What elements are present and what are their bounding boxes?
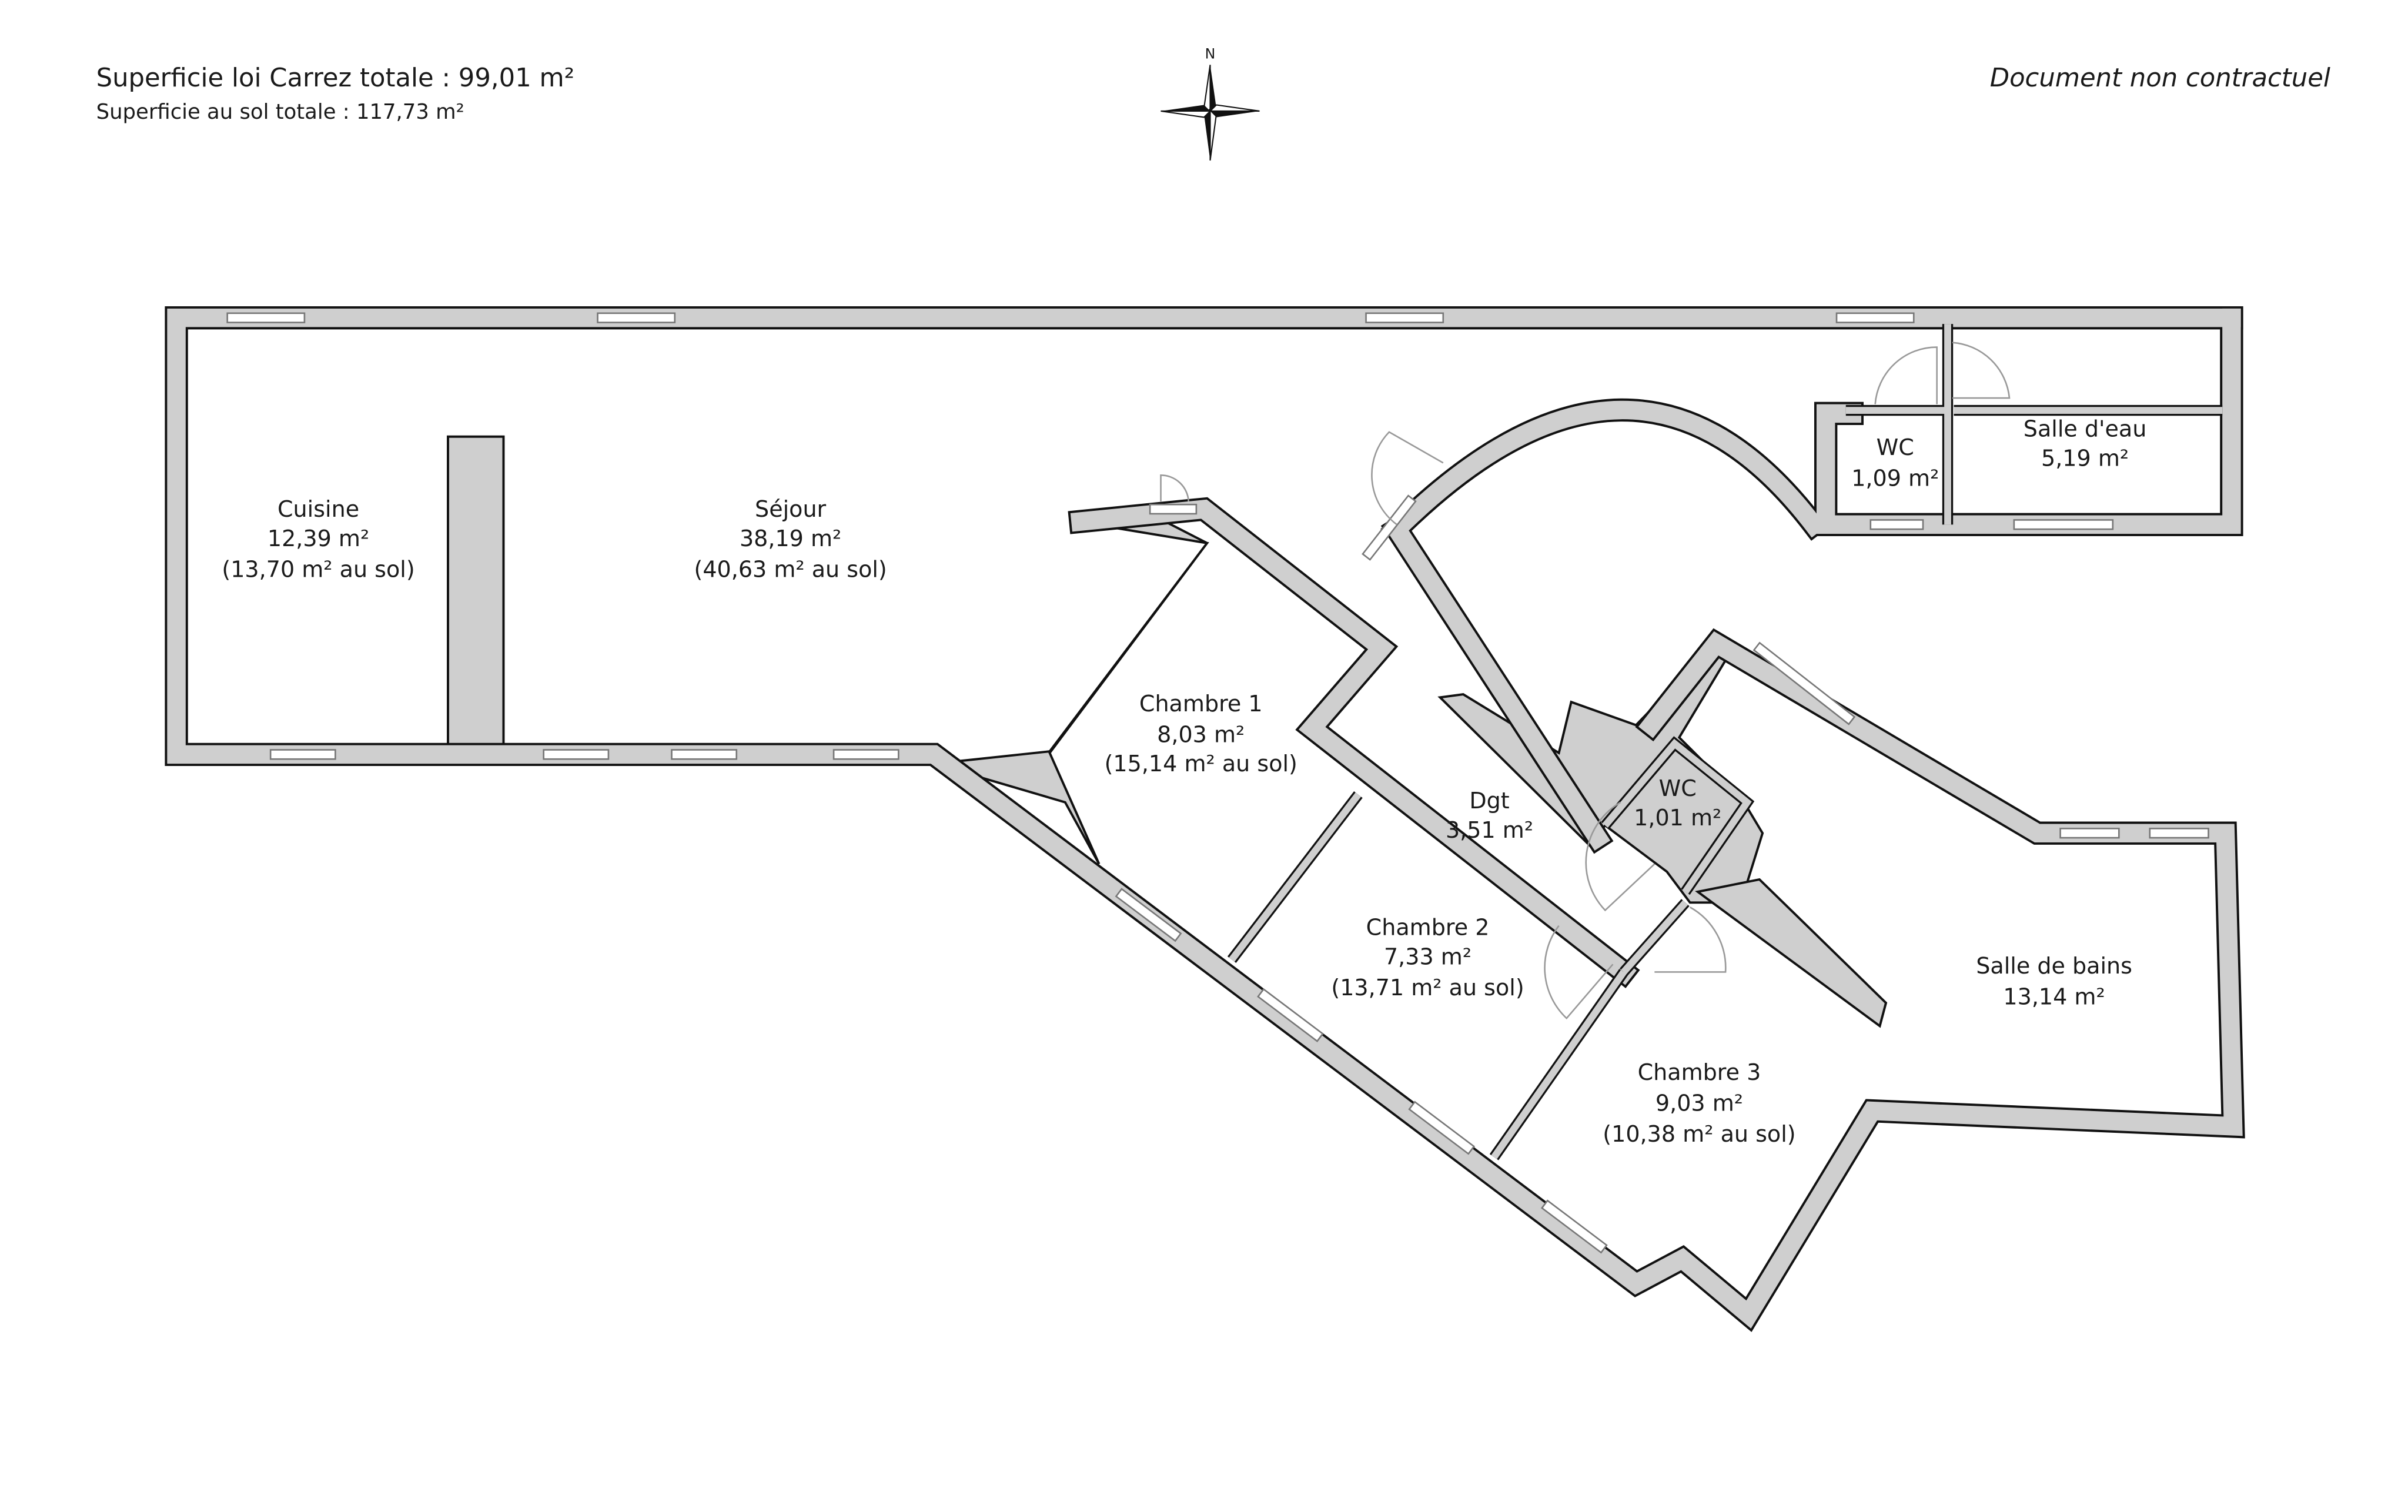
room-salle-de-bains: Salle de bains 13,14 m² [1976, 953, 2132, 1009]
doors [1160, 342, 2011, 1020]
room-floor-area: (10,38 m² au sol) [1603, 1121, 1795, 1147]
room-name: Chambre 2 [1366, 914, 1490, 940]
compass-north-label: N [1205, 46, 1216, 62]
room-name: Salle d'eau [2024, 416, 2147, 442]
room-chambre-1: Chambre 1 8,03 m² (15,14 m² au sol) [1105, 691, 1297, 777]
room-floor-area: (13,70 m² au sol) [222, 557, 414, 583]
room-wc-2: WC 1,09 m² [1851, 434, 1939, 491]
room-area: 5,19 m² [2041, 446, 2129, 471]
wall-masses [447, 435, 1888, 1028]
room-name: Salle de bains [1976, 953, 2132, 979]
carrez-total: Superficie loi Carrez totale : 99,01 m² [96, 63, 574, 93]
room-chambre-2: Chambre 2 7,33 m² (13,71 m² au sol) [1331, 914, 1524, 1000]
room-cuisine: Cuisine 12,39 m² (13,70 m² au sol) [222, 496, 414, 582]
room-sejour: Séjour 38,19 m² (40,63 m² au sol) [694, 496, 887, 582]
disclaimer: Document non contractuel [1990, 63, 2330, 93]
room-area: 1,09 m² [1851, 466, 1939, 491]
room-salle-d-eau: Salle d'eau 5,19 m² [2024, 416, 2147, 471]
room-floor-area: (40,63 m² au sol) [694, 557, 887, 583]
room-area: 8,03 m² [1157, 721, 1245, 747]
room-wc-1: WC 1,01 m² [1634, 775, 1721, 831]
room-floor-area: (13,71 m² au sol) [1331, 975, 1524, 1001]
room-area: 38,19 m² [740, 526, 841, 551]
room-area: 13,14 m² [2003, 984, 2105, 1010]
windows [226, 312, 2209, 1254]
room-chambre-3: Chambre 3 9,03 m² (10,38 m² au sol) [1603, 1059, 1795, 1147]
room-area: 1,01 m² [1634, 805, 1721, 831]
room-area: 3,51 m² [1446, 817, 1533, 843]
room-floor-area: (15,14 m² au sol) [1105, 751, 1297, 777]
compass-rose-icon: N [1160, 46, 1260, 161]
room-area: 12,39 m² [267, 526, 369, 551]
room-area: 9,03 m² [1656, 1090, 1743, 1116]
room-name: Chambre 3 [1638, 1059, 1761, 1085]
room-name: Cuisine [277, 496, 359, 522]
room-name: Chambre 1 [1139, 691, 1263, 717]
sol-total: Superficie au sol totale : 117,73 m² [96, 100, 464, 124]
room-name: WC [1877, 434, 1914, 460]
room-name: Séjour [755, 496, 827, 522]
room-degagement: Dgt 3,51 m² [1446, 788, 1533, 843]
room-area: 7,33 m² [1384, 944, 1471, 969]
room-name: WC [1659, 775, 1697, 801]
room-name: Dgt [1469, 788, 1509, 814]
